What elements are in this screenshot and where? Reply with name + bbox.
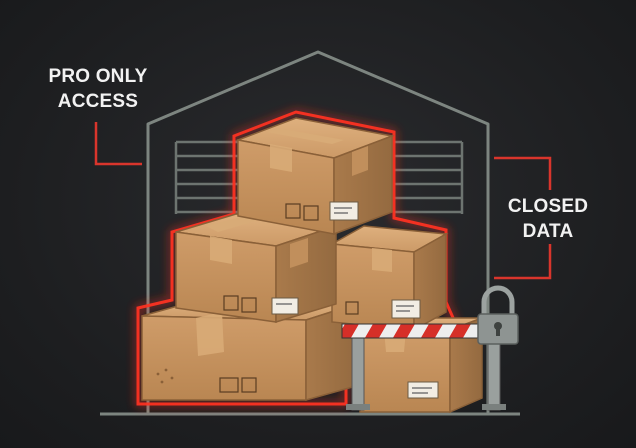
callout-closed-line1: CLOSED	[507, 196, 589, 217]
callout-pro-line1: PRO ONLY	[48, 66, 148, 87]
warehouse-icon	[146, 50, 490, 414]
boom-barrier-icon	[341, 323, 506, 411]
padlock-icon	[477, 285, 519, 345]
warehouse-shutter	[174, 140, 464, 214]
cardboard-box-icon	[329, 225, 449, 332]
callout-pro-only-access: PRO ONLY ACCESS	[36, 64, 160, 114]
callout-closed-line2: DATA	[522, 221, 574, 242]
callout-closed-data: CLOSED DATA	[498, 194, 598, 244]
callout-lines	[94, 122, 552, 280]
callout-pro-line2: ACCESS	[57, 91, 139, 112]
cardboard-box-icon	[235, 117, 395, 236]
